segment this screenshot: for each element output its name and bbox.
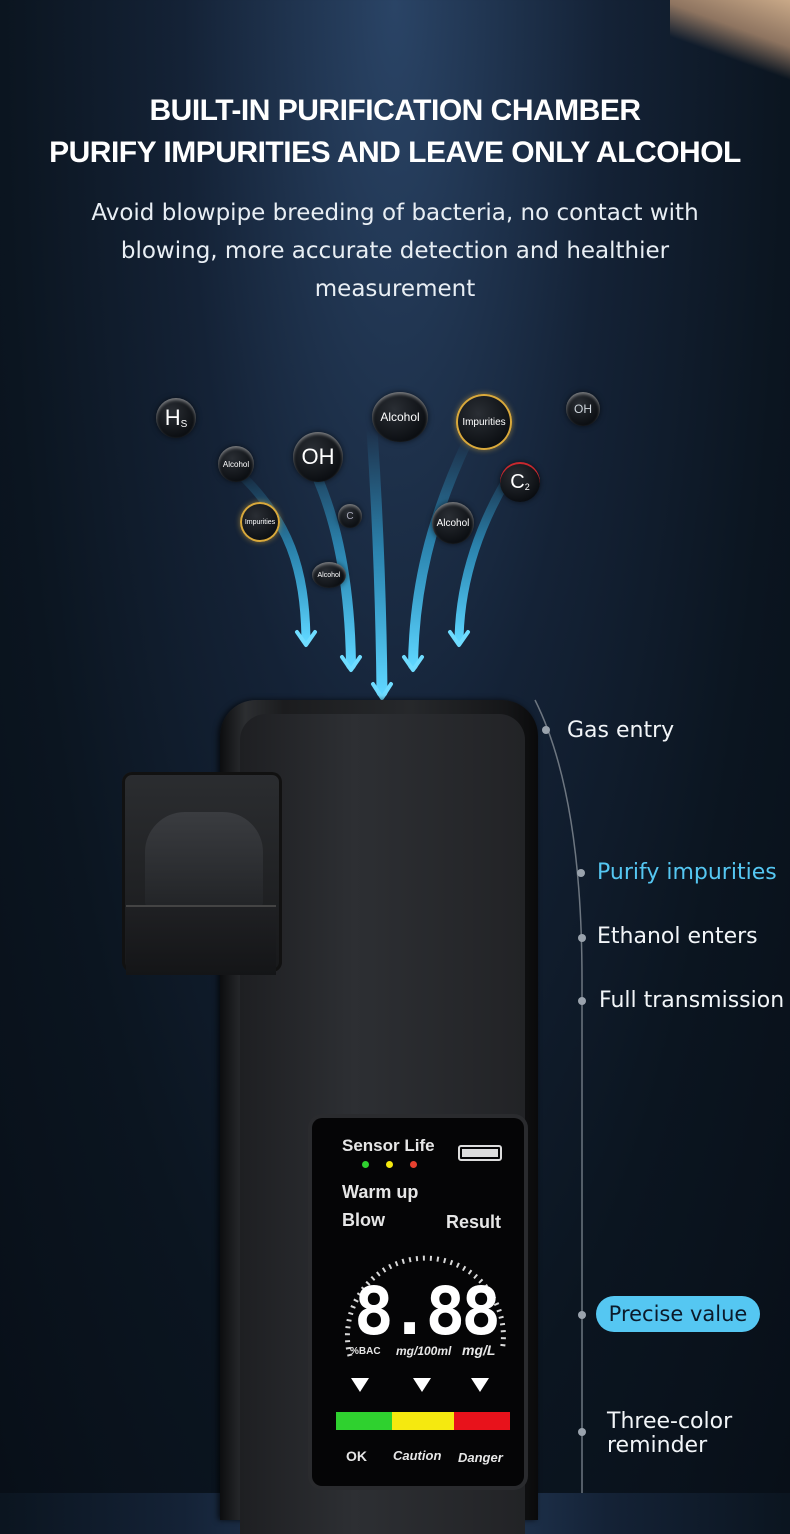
- callout-dot-purify: [577, 869, 585, 877]
- molecule-label-c2: C: [510, 470, 525, 493]
- molecule-label-c2-sub: 2: [524, 482, 530, 492]
- molecule-bubble-impurities-top: Impurities: [456, 394, 512, 450]
- molecule-bubble-oh-small: OH: [566, 392, 600, 426]
- molecule-bubble-alcohol-mid: Alcohol: [432, 502, 474, 544]
- molecule-bubble-alcohol-1: Alcohol: [218, 446, 254, 482]
- arrow-path-1: [231, 465, 311, 645]
- screen-caution: Caution: [393, 1448, 442, 1463]
- indicator-dot-green: [362, 1161, 369, 1168]
- arrow-head-1: [295, 630, 317, 647]
- battery-icon: [458, 1145, 502, 1161]
- callout-guide-line: [534, 699, 583, 1493]
- callout-precise-value: Precise value: [596, 1296, 760, 1332]
- callout-dot-ethanol: [578, 934, 586, 942]
- molecule-bubble-oh-large: OH: [293, 432, 343, 482]
- callout-full-transmission: Full transmission: [599, 988, 785, 1013]
- callout-three-color-line2: reminder: [607, 1433, 708, 1458]
- indicator-dot-yellow: [386, 1161, 393, 1168]
- molecule-label-h-sub: S: [180, 418, 188, 430]
- molecule-label-alcohol-2: Alcohol: [317, 571, 341, 579]
- molecule-label-impurities-top: Impurities: [462, 416, 506, 428]
- arrow-head-3: [371, 682, 393, 700]
- molecule-label-alcohol-1: Alcohol: [222, 459, 250, 469]
- callout-dot-precise: [578, 1311, 586, 1319]
- screen-digits: 8.88: [354, 1273, 501, 1350]
- callout-three-color-line1: Three-color: [607, 1409, 733, 1434]
- indicator-arrow-danger: [471, 1378, 489, 1392]
- callout-dot-three-color: [578, 1428, 586, 1436]
- arrow-head-4: [402, 655, 424, 672]
- color-bar-yellow: [392, 1412, 454, 1430]
- arrow-path-3: [366, 424, 388, 698]
- screen-result: Result: [446, 1212, 502, 1232]
- molecule-label-alcohol-mid: Alcohol: [436, 517, 470, 529]
- color-bar-red: [454, 1412, 510, 1430]
- indicator-dot-red: [410, 1161, 417, 1168]
- callout-ethanol-enters: Ethanol enters: [597, 924, 758, 949]
- molecule-label-h: H: [164, 405, 181, 430]
- unit-mg-100ml: mg/100ml: [396, 1344, 452, 1358]
- molecule-bubble-alcohol-top: Alcohol: [372, 392, 428, 442]
- arrow-head-2: [340, 655, 362, 672]
- arrow-head-5: [448, 630, 470, 647]
- molecule-label-alcohol-top: Alcohol: [380, 410, 420, 424]
- screen-sensor-life: Sensor Life: [342, 1136, 435, 1155]
- color-bar-green: [336, 1412, 392, 1430]
- callout-dot-gas-entry: [542, 726, 550, 734]
- screen-warm-up: Warm up: [342, 1182, 419, 1202]
- subtitle: Avoid blowpipe breeding of bacteria, no …: [91, 200, 699, 302]
- screen-blow: Blow: [342, 1210, 385, 1230]
- molecule-bubble-alcohol-2: Alcohol: [312, 562, 346, 588]
- callout-gas-entry: Gas entry: [567, 718, 675, 743]
- background-corner-accent: [670, 0, 790, 90]
- molecule-label-oh-small: OH: [574, 402, 592, 416]
- molecule-bubble-impurities-left: Impurities: [240, 502, 280, 542]
- chamber-cover: [145, 812, 263, 908]
- molecule-bubble-c: C: [338, 504, 362, 528]
- molecule-label-c: C: [346, 510, 354, 522]
- screen-ok: OK: [346, 1448, 367, 1464]
- molecule-label-impurities-left: Impurities: [244, 518, 276, 526]
- molecule-label-oh-large: OH: [301, 444, 335, 469]
- title-line-2: PURIFY IMPURITIES AND LEAVE ONLY ALCOHOL: [49, 136, 741, 169]
- chamber-base: [126, 905, 276, 975]
- indicator-arrow-caution: [413, 1378, 431, 1392]
- callout-dot-transmission: [578, 997, 586, 1005]
- unit-bac: %BAC: [350, 1346, 381, 1357]
- flow-arrows: [231, 424, 583, 1493]
- title-line-1: BUILT-IN PURIFICATION CHAMBER: [149, 94, 641, 127]
- callout-purify-impurities: Purify impurities: [597, 860, 777, 885]
- screen-danger: Danger: [458, 1450, 503, 1465]
- arrow-path-4: [408, 435, 473, 670]
- unit-mg-l: mg/L: [462, 1342, 496, 1358]
- indicator-arrow-ok: [351, 1378, 369, 1392]
